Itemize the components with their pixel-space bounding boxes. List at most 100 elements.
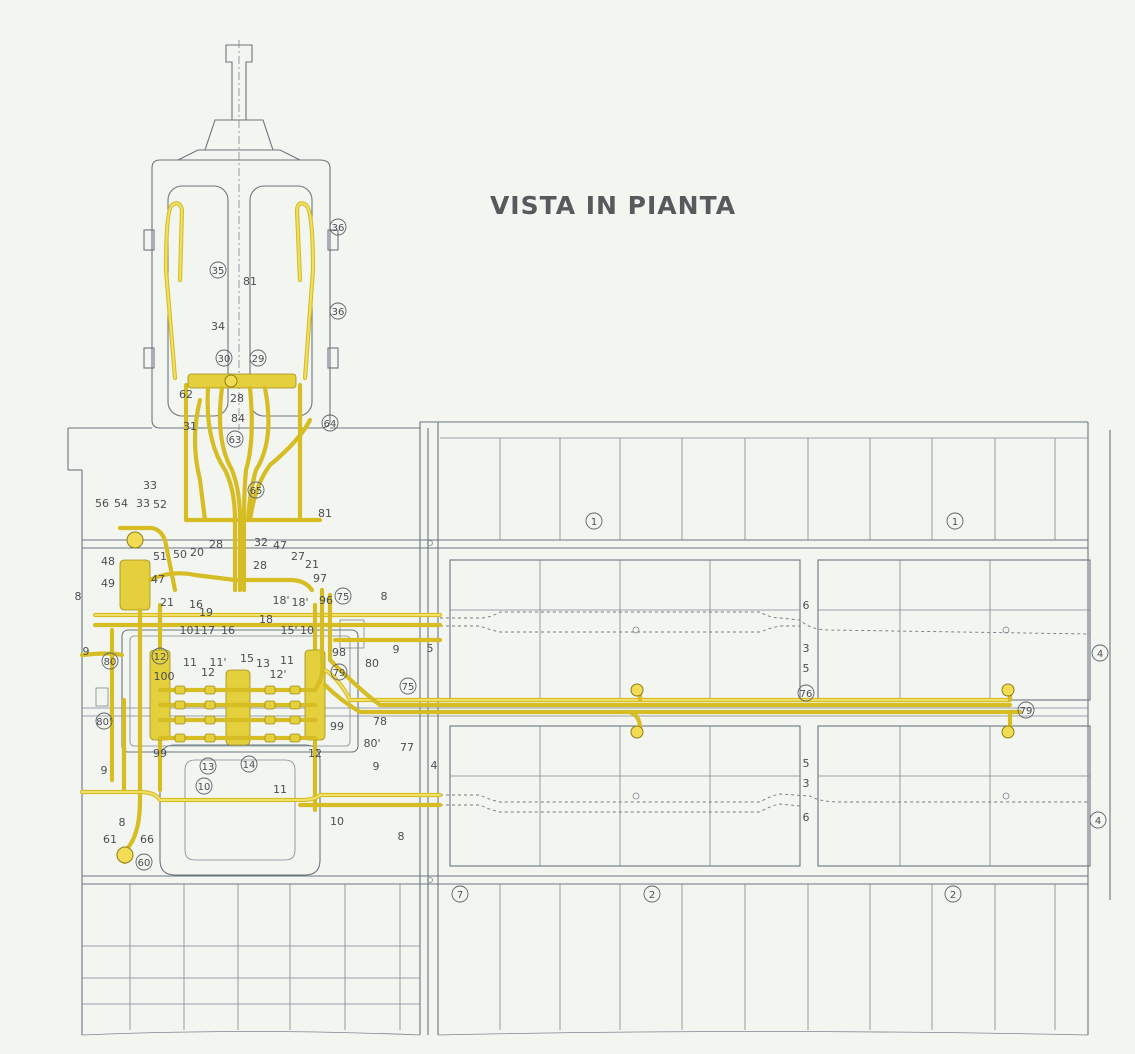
- part-label-5: 5: [427, 642, 434, 655]
- part-label-10: 10: [300, 624, 314, 637]
- part-label-65: 65: [250, 486, 263, 497]
- part-label-8: 8: [119, 816, 126, 829]
- part-label-32: 32: [254, 536, 268, 549]
- label-circle: [226, 430, 244, 448]
- part-label-100: 100: [154, 670, 175, 683]
- label-circle: [240, 755, 258, 773]
- part-label-27: 27: [291, 550, 305, 563]
- part-label-80b: 80': [96, 717, 111, 728]
- part-label-12: 12: [201, 666, 215, 679]
- part-label-8: 8: [398, 830, 405, 843]
- part-label-60: 60: [138, 858, 151, 869]
- part-label-51: 51: [153, 550, 167, 563]
- part-label-15: 15: [240, 652, 254, 665]
- part-label-9: 9: [393, 643, 400, 656]
- part-label-8: 8: [75, 590, 82, 603]
- label-circle: [643, 885, 661, 903]
- part-label-4: 4: [1095, 816, 1101, 827]
- label-circle: [1089, 811, 1107, 829]
- part-label-79: 79: [333, 668, 346, 679]
- label-circle: [151, 647, 169, 665]
- part-label-2: 2: [649, 890, 655, 901]
- label-circle: [334, 587, 352, 605]
- part-label-62: 62: [179, 388, 193, 401]
- part-label-9: 9: [83, 645, 90, 658]
- part-label-47: 47: [151, 573, 165, 586]
- part-label-29: 29: [252, 354, 265, 365]
- part-label-28: 28: [253, 559, 267, 572]
- label-circle: [399, 677, 417, 695]
- label-circle: [329, 302, 347, 320]
- label-circle: [329, 218, 347, 236]
- part-label-80b: 80': [363, 737, 380, 750]
- part-label-12b: 12': [269, 668, 286, 681]
- label-circle: [247, 481, 265, 499]
- part-label-3: 3: [803, 642, 810, 655]
- part-label-48: 48: [101, 555, 115, 568]
- part-label-11: 11: [183, 656, 197, 669]
- part-label-61: 61: [103, 833, 117, 846]
- part-label-99: 99: [330, 720, 344, 733]
- part-label-81: 81: [243, 275, 257, 288]
- part-label-16: 16: [221, 624, 235, 637]
- label-circle: [195, 777, 213, 795]
- part-label-36: 36: [332, 223, 345, 234]
- part-label-101: 101: [180, 624, 201, 637]
- part-label-5: 5: [803, 757, 810, 770]
- part-label-54: 54: [114, 497, 128, 510]
- part-label-56: 56: [95, 497, 109, 510]
- part-label-6: 6: [803, 811, 810, 824]
- part-label-76: 76: [800, 689, 813, 700]
- part-label-66: 66: [140, 833, 154, 846]
- part-label-35: 35: [212, 266, 225, 277]
- part-label-5: 5: [803, 662, 810, 675]
- part-label-98: 98: [332, 646, 346, 659]
- hull-outline: [67, 421, 1111, 1036]
- label-circle: [797, 684, 815, 702]
- part-label-2: 2: [950, 890, 956, 901]
- part-label-20: 20: [190, 546, 204, 559]
- label-circle: [135, 853, 153, 871]
- label-circle: [101, 652, 119, 670]
- part-label-96: 96: [319, 594, 333, 607]
- label-circle: [330, 663, 348, 681]
- part-label-9: 9: [101, 764, 108, 777]
- part-label-84: 84: [231, 412, 245, 425]
- part-label-80: 80: [365, 657, 379, 670]
- part-label-18: 18: [259, 613, 273, 626]
- part-label-80: 80: [104, 657, 117, 668]
- part-label-11b: 11': [209, 656, 226, 669]
- part-label-97: 97: [313, 572, 327, 585]
- part-label-28: 28: [209, 538, 223, 551]
- label-circle: [95, 712, 113, 730]
- part-label-14: 14: [243, 760, 256, 771]
- part-label-18b: 18': [291, 596, 308, 609]
- part-label-78: 78: [373, 715, 387, 728]
- part-label-50: 50: [173, 548, 187, 561]
- label-circle: [215, 349, 233, 367]
- part-label-21: 21: [160, 596, 174, 609]
- part-label-8: 8: [381, 590, 388, 603]
- part-label-99: 99: [153, 747, 167, 760]
- part-label-10: 10: [330, 815, 344, 828]
- part-label-28: 28: [230, 392, 244, 405]
- part-label-77: 77: [400, 741, 414, 754]
- part-label-10: 10: [198, 782, 211, 793]
- rib-grid: [129, 438, 1056, 1030]
- part-label-3: 3: [803, 777, 810, 790]
- label-circle: [209, 261, 227, 279]
- label-circle: [944, 885, 962, 903]
- part-label-81: 81: [318, 507, 332, 520]
- machinery-block: [95, 619, 365, 753]
- part-label-31: 31: [183, 420, 197, 433]
- label-circle: [1017, 701, 1035, 719]
- drawing-title: VISTA IN PIANTA: [490, 191, 736, 220]
- part-label-79: 79: [1020, 706, 1033, 717]
- part-label-64: 64: [324, 419, 337, 430]
- part-label-4: 4: [431, 759, 438, 772]
- label-circle: [249, 349, 267, 367]
